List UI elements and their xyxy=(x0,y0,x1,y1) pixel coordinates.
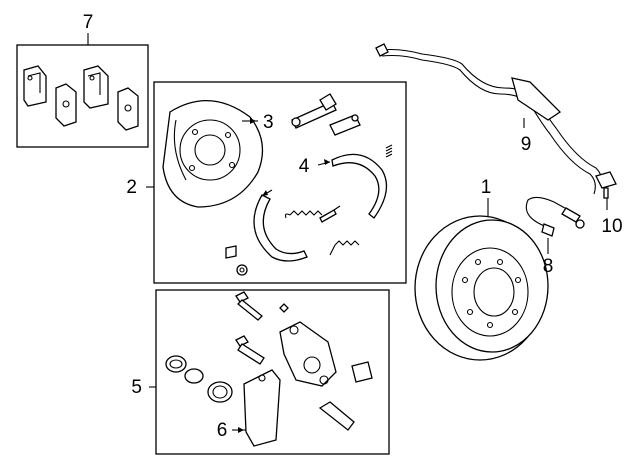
callout-9: 9 xyxy=(521,134,532,155)
callout-2: 2 xyxy=(126,177,137,198)
slide-pin-1 xyxy=(351,361,373,383)
caliper-housing xyxy=(279,321,337,387)
return-spring-2 xyxy=(329,240,360,256)
callout-6: 6 xyxy=(217,420,228,441)
speed-sensor xyxy=(595,171,617,199)
parking-brake-box xyxy=(153,81,407,284)
bleeder-screw xyxy=(279,303,289,313)
hold-down-pin xyxy=(319,205,341,223)
caliper-group xyxy=(149,289,390,455)
hold-down-cup xyxy=(236,264,248,276)
spring-small-1 xyxy=(385,144,393,158)
piston-seal xyxy=(165,355,187,373)
hold-down-spring xyxy=(225,245,237,259)
arrow-6 xyxy=(238,427,244,433)
brake-pad-1 xyxy=(23,65,47,107)
brake-shoe-upper xyxy=(331,153,388,219)
callout-7: 7 xyxy=(83,12,94,33)
brake-pad-4 xyxy=(117,87,139,131)
abs-sensor-harness xyxy=(375,43,617,210)
callout-5: 5 xyxy=(131,377,142,398)
guide-pin-2 xyxy=(235,335,265,365)
backing-plate xyxy=(162,100,264,208)
dust-boot xyxy=(184,368,204,384)
callout-3: 3 xyxy=(263,112,274,133)
callout-8: 8 xyxy=(543,256,554,277)
piston xyxy=(207,381,233,403)
brake-shoe-lower xyxy=(253,194,308,262)
callout-10: 10 xyxy=(601,216,622,237)
slide-pin-2 xyxy=(318,401,355,431)
brake-pads-group xyxy=(16,33,149,148)
parking-brake-group xyxy=(146,81,407,284)
caliper-box xyxy=(155,289,390,455)
pads-box xyxy=(16,44,149,148)
return-spring-1 xyxy=(284,210,323,219)
guide-pin-1 xyxy=(235,291,263,321)
arrow-3 xyxy=(250,118,256,124)
adjuster-assembly xyxy=(291,93,361,136)
brake-hose xyxy=(525,196,585,254)
caliper-bracket xyxy=(243,369,281,447)
brake-rotor xyxy=(414,198,549,361)
brake-pad-3 xyxy=(83,65,109,109)
callout-4: 4 xyxy=(299,156,310,177)
callout-1: 1 xyxy=(481,177,492,198)
brake-pad-2 xyxy=(55,83,77,127)
arrow-4a xyxy=(262,190,268,196)
arrow-4b xyxy=(324,159,330,165)
